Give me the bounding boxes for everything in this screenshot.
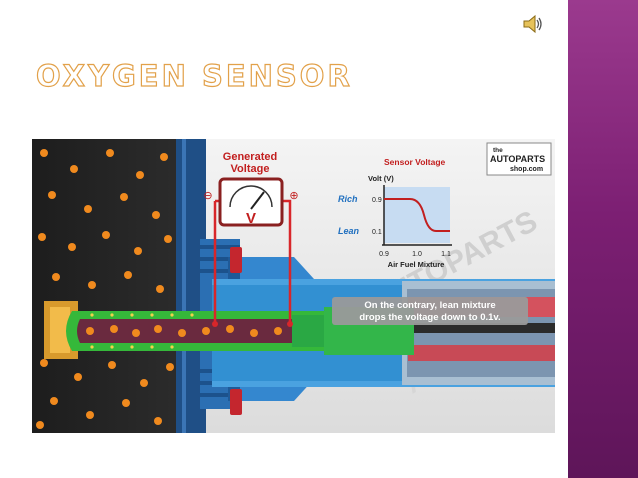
voltmeter: [218, 177, 284, 227]
oxygen-sensor-diagram: AUTOPARTS AUTOPARTS: [32, 139, 555, 433]
decorative-sidebar: [568, 0, 638, 478]
slide: Oxygen Sensor AUTOPARTS AUT: [32, 14, 555, 433]
x-tick-11: 1.1: [441, 251, 451, 258]
speaker-icon[interactable]: [522, 14, 544, 34]
meter-plus: ⊕: [289, 190, 298, 202]
svg-text:shop.com: shop.com: [510, 166, 543, 173]
exhaust-particles: [36, 149, 174, 429]
caption-box: [332, 297, 528, 325]
graph-plot-area: [384, 187, 450, 243]
autoparts-logo: [486, 142, 552, 176]
voltage-curve: [384, 198, 450, 232]
caption-line-2: drops the voltage down to 0.1v.: [359, 312, 500, 323]
meter-unit: V: [246, 210, 256, 227]
meter-minus: ⊖: [203, 190, 212, 202]
y-tick-01: 0.1: [372, 229, 382, 236]
svg-text:AUTOPARTS: AUTOPARTS: [490, 154, 545, 164]
x-tick-09: 0.9: [379, 251, 389, 258]
x-tick-10: 1.0: [412, 251, 422, 258]
graph-y-unit: Volt (V): [368, 174, 394, 183]
caption-line-1: On the contrary, lean mixture: [364, 300, 495, 311]
meter-label-2: Voltage: [231, 163, 270, 175]
x-axis-label: Air Fuel Mixture: [388, 260, 445, 269]
slide-title: Oxygen Sensor: [35, 59, 353, 93]
exhaust-chamber: [32, 139, 182, 433]
graph-title: Sensor Voltage: [384, 157, 446, 167]
meter-label-1: Generated: [223, 151, 277, 163]
sensor-illustration: AUTOPARTS AUTOPARTS: [32, 139, 555, 433]
y-tick-09: 0.9: [372, 197, 382, 204]
lean-label: Lean: [338, 226, 360, 236]
rich-label: Rich: [338, 194, 358, 204]
svg-text:the: the: [493, 147, 503, 154]
